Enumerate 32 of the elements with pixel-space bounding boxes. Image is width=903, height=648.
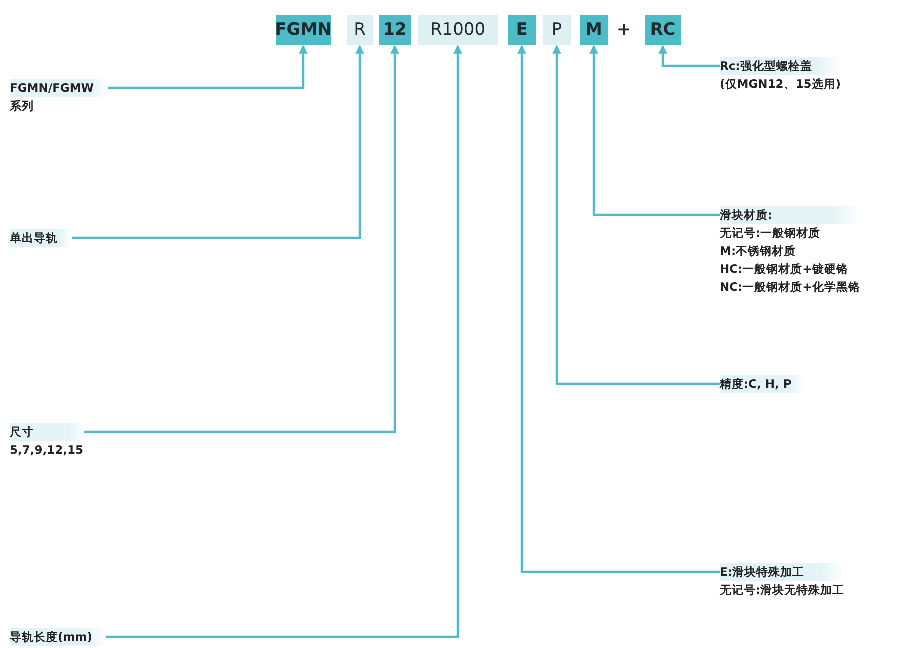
arrow xyxy=(590,45,720,216)
code-box: E xyxy=(508,15,536,45)
arrow xyxy=(518,45,720,574)
code-box: R1000 xyxy=(418,15,498,45)
heading-text: 精度:C, H, P xyxy=(720,375,806,393)
heading-text: 导轨长度(mm) xyxy=(10,628,106,646)
heading-text: Rc:强化型螺栓盖 xyxy=(720,57,842,75)
heading-text: FGMN/FGMW xyxy=(10,79,108,97)
heading-text: E:滑块特殊加工 xyxy=(720,563,845,581)
plus-sign: + xyxy=(616,19,632,42)
arrow xyxy=(658,45,720,68)
code-box: P xyxy=(543,15,571,45)
heading-text: 单出导轨 xyxy=(10,229,72,247)
description-text: 无记号:一般钢材质 xyxy=(720,225,822,242)
code-box: RC xyxy=(645,15,681,45)
description-text: M:不锈钢材质 xyxy=(720,243,798,260)
arrow xyxy=(108,45,308,90)
code-box: M xyxy=(580,15,608,45)
arrow xyxy=(552,45,720,386)
code-box: FGMN xyxy=(276,15,331,45)
description-text: NC:一般钢材质+化学黑铬 xyxy=(720,279,860,296)
description-text: 无记号:滑块无特殊加工 xyxy=(720,582,845,599)
code-box: R xyxy=(347,15,373,45)
description-text: HC:一般钢材质+镀硬铬 xyxy=(720,261,850,278)
heading-text: 尺寸 xyxy=(10,423,84,441)
arrow xyxy=(72,45,364,240)
code-box: 12 xyxy=(379,15,411,45)
description-text: 5,7,9,12,15 xyxy=(10,442,84,459)
arrow xyxy=(106,45,462,638)
description-text: (仅MGN12、15选用) xyxy=(720,76,842,93)
arrow xyxy=(84,45,400,434)
description-text: 系列 xyxy=(10,98,35,115)
